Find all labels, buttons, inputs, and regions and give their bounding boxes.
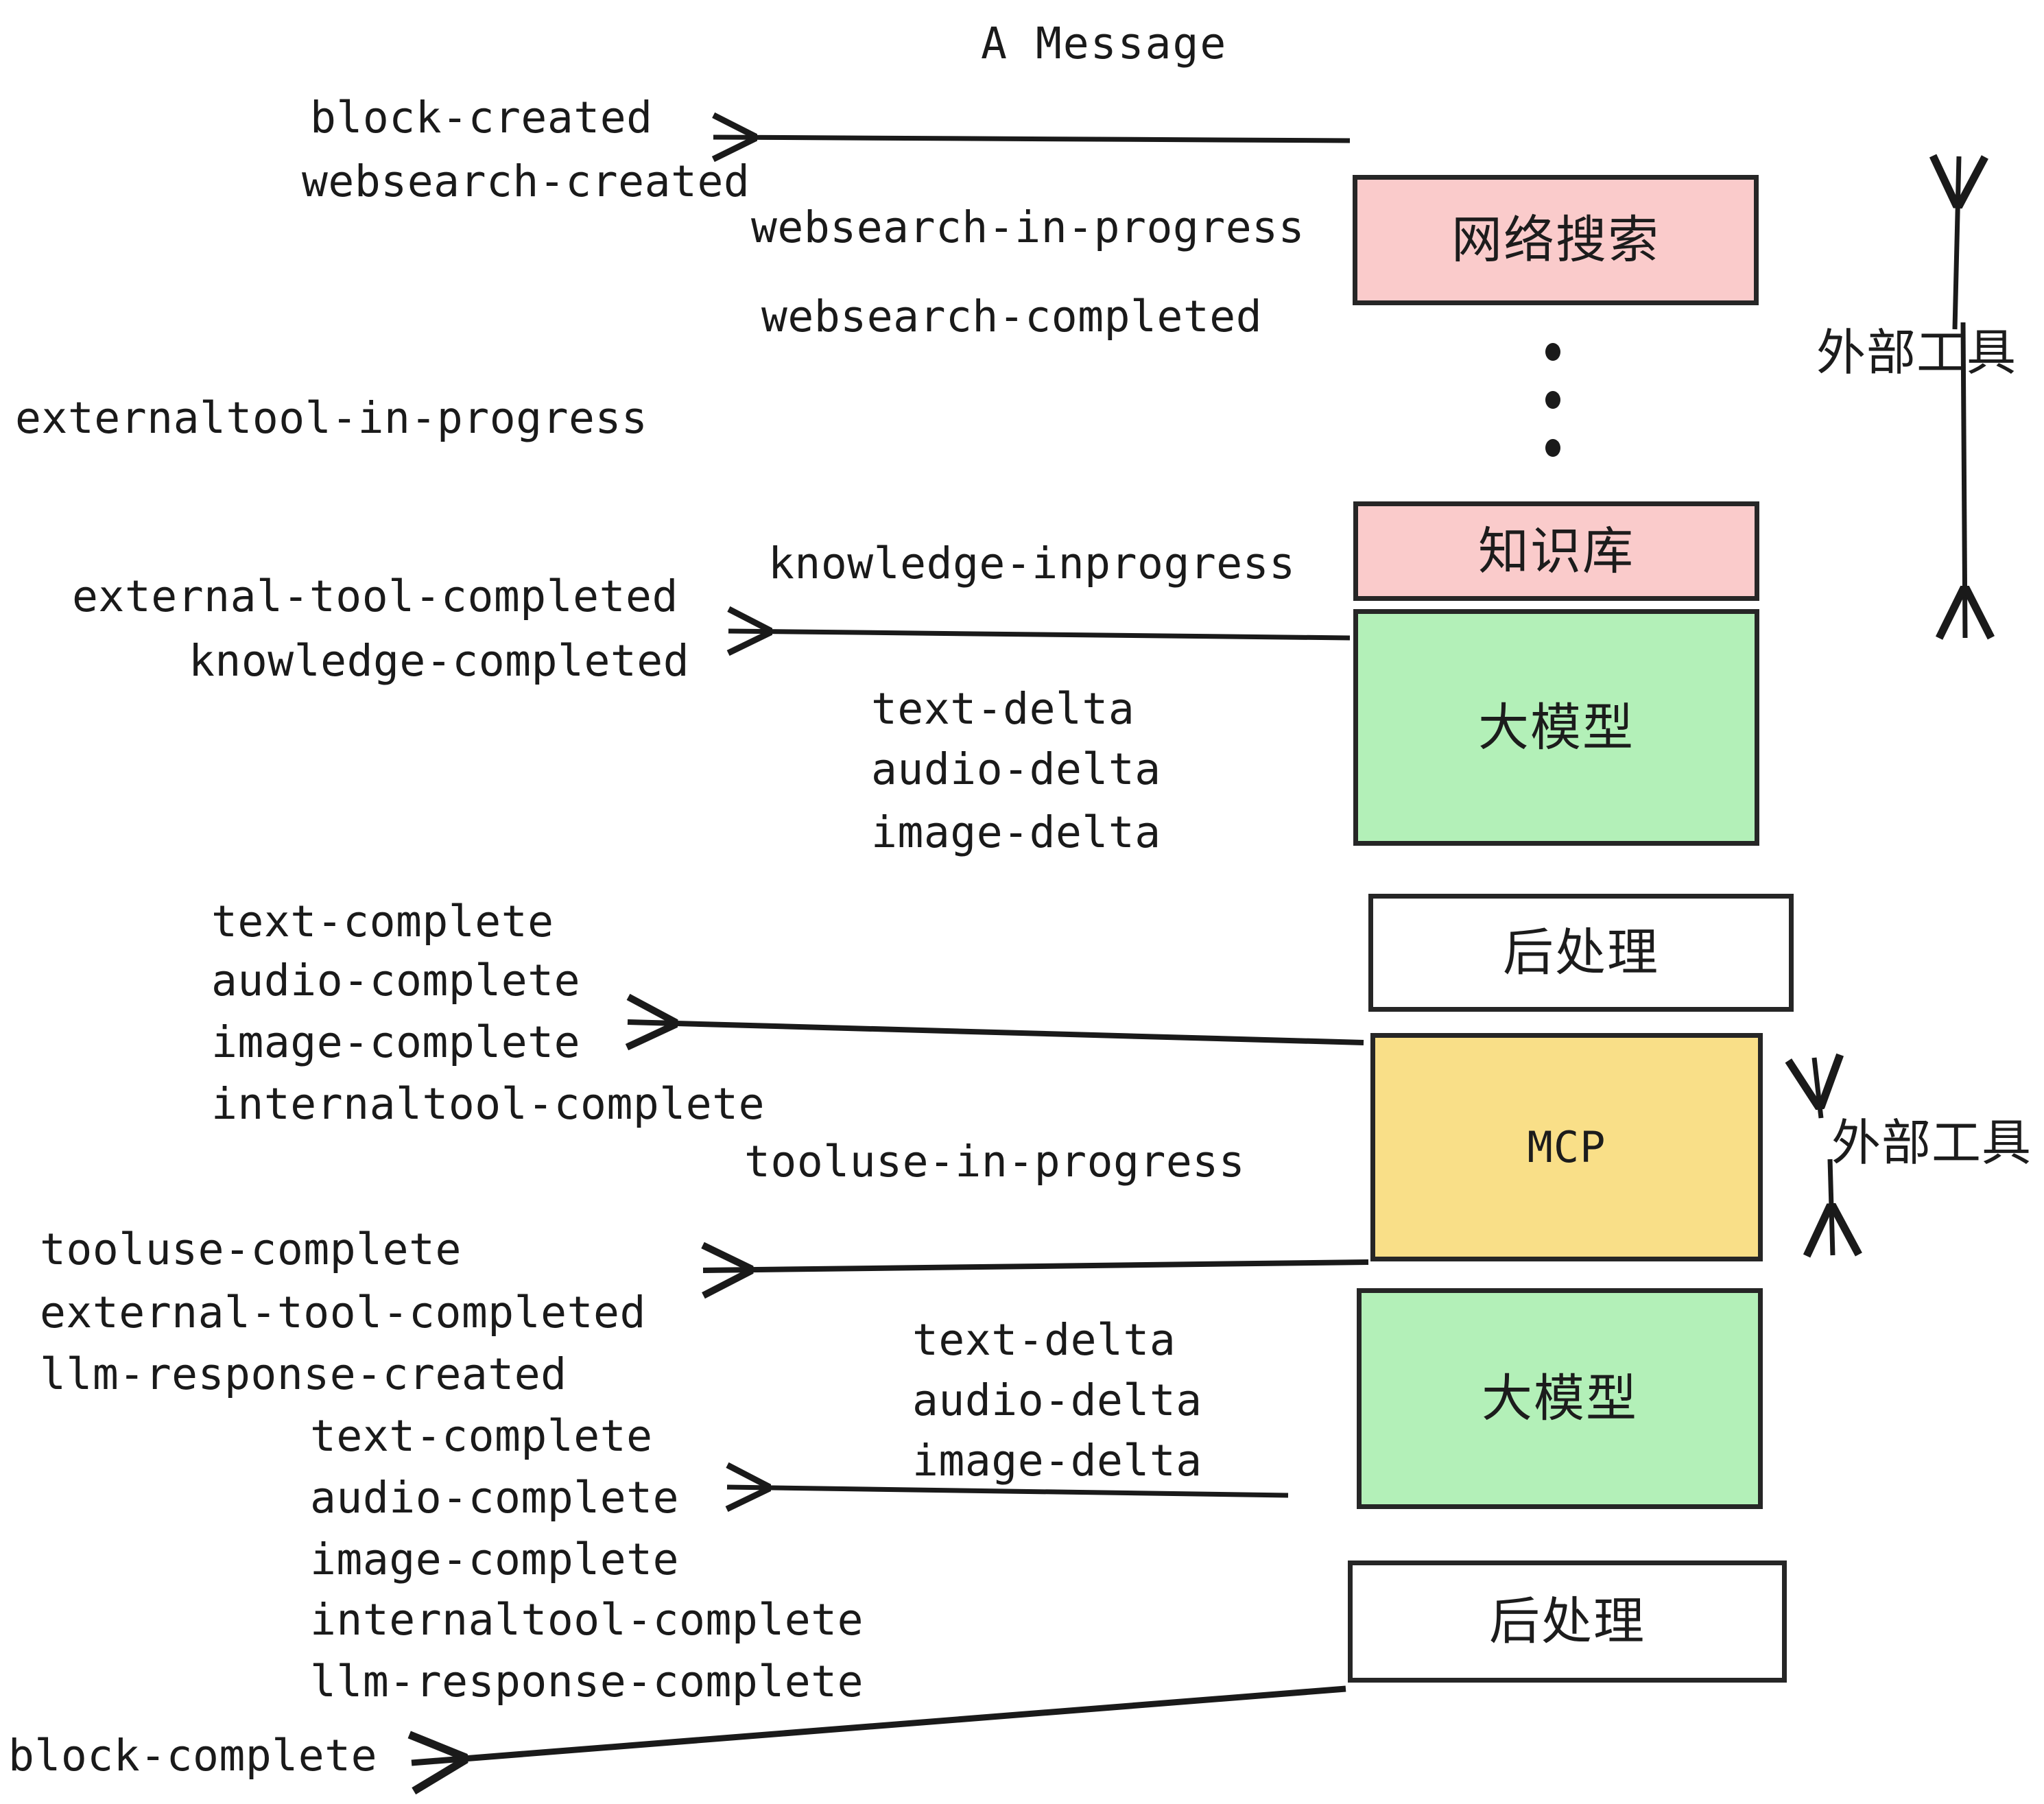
event-label-audio-complete-2: audio-complete	[310, 1473, 680, 1523]
event-label-text-complete-2: text-complete	[310, 1411, 653, 1461]
arrow-websearch-to-block-created	[713, 137, 1351, 141]
ellipsis-dot	[1545, 439, 1560, 457]
event-label-image-delta-1: image-delta	[871, 807, 1161, 857]
event-label-block-complete: block-complete	[8, 1731, 378, 1781]
component-box-postprocess-1[interactable]: 后处理	[1368, 894, 1794, 1012]
component-box-label: 大模型	[1478, 698, 1635, 757]
event-label-internaltool-complete-1: internaltool-complete	[211, 1079, 765, 1129]
component-box-postprocess-2[interactable]: 后处理	[1348, 1560, 1787, 1683]
ellipsis-dot	[1545, 391, 1560, 409]
component-box-label: MCP	[1527, 1121, 1606, 1172]
event-label-tooluse-in-progress: tooluse-in-progress	[744, 1137, 1246, 1187]
event-label-internaltool-complete-2: internaltool-complete	[310, 1595, 864, 1645]
event-label-audio-delta-2: audio-delta	[912, 1375, 1202, 1425]
component-box-llm-1[interactable]: 大模型	[1353, 609, 1759, 846]
arrow-mcp-to-tooluse-complete	[703, 1262, 1369, 1270]
event-label-llm-response-created: llm-response-created	[40, 1349, 567, 1399]
event-label-image-delta-2: image-delta	[912, 1436, 1202, 1486]
component-box-mcp[interactable]: MCP	[1370, 1033, 1763, 1261]
arrow-llm2-to-audio-complete	[727, 1487, 1289, 1495]
component-box-label: 后处理	[1503, 923, 1659, 982]
event-label-image-complete-2: image-complete	[310, 1534, 680, 1585]
event-label-llm-response-complete: llm-response-complete	[310, 1657, 864, 1707]
event-label-knowledge-inprogress: knowledge-inprogress	[768, 538, 1296, 589]
event-label-image-complete-1: image-complete	[211, 1017, 581, 1067]
event-label-websearch-in-progress: websearch-in-progress	[751, 202, 1305, 252]
component-box-websearch[interactable]: 网络搜索	[1353, 175, 1759, 305]
arrow-knowledge-to-completed	[728, 631, 1351, 638]
event-label-audio-delta-1: audio-delta	[871, 744, 1161, 794]
event-label-text-delta-2: text-delta	[912, 1315, 1176, 1365]
event-label-text-complete-1: text-complete	[211, 897, 554, 947]
event-label-knowledge-completed: knowledge-completed	[189, 636, 690, 686]
event-label-text-delta-1: text-delta	[871, 684, 1135, 734]
component-box-label: 后处理	[1489, 1592, 1645, 1651]
component-box-label: 知识库	[1478, 521, 1635, 581]
page-title: A Message	[981, 19, 1228, 69]
event-label-block-created: block-created	[310, 93, 653, 143]
arrow-external-tool-up-bottom	[1814, 1058, 1821, 1119]
event-label-external-tool-completed: external-tool-completed	[72, 571, 678, 621]
component-box-llm-2[interactable]: 大模型	[1357, 1288, 1763, 1509]
event-label-websearch-completed: websearch-completed	[761, 292, 1263, 342]
arrow-external-tool-up-top	[1955, 156, 1959, 330]
arrow-external-tool-down-bottom	[1830, 1159, 1833, 1255]
event-label-tooluse-complete: tooluse-complete	[40, 1224, 462, 1274]
component-box-label: 大模型	[1482, 1369, 1638, 1428]
component-box-knowledge[interactable]: 知识库	[1353, 501, 1759, 601]
ellipsis-dot	[1545, 343, 1560, 361]
event-label-websearch-created: websearch-created	[302, 156, 750, 206]
side-label-external-tool-top: 外部工具	[1816, 324, 2017, 381]
event-label-externaltool-in-progress: externaltool-in-progress	[15, 393, 648, 443]
event-label-audio-complete-1: audio-complete	[211, 956, 581, 1006]
arrow-postprocess-to-image-complete	[628, 1022, 1364, 1043]
event-label-external-tool-completed-2: external-tool-completed	[40, 1287, 646, 1338]
side-label-external-tool-bottom: 外部工具	[1831, 1114, 2032, 1172]
component-box-label: 网络搜索	[1451, 211, 1660, 270]
